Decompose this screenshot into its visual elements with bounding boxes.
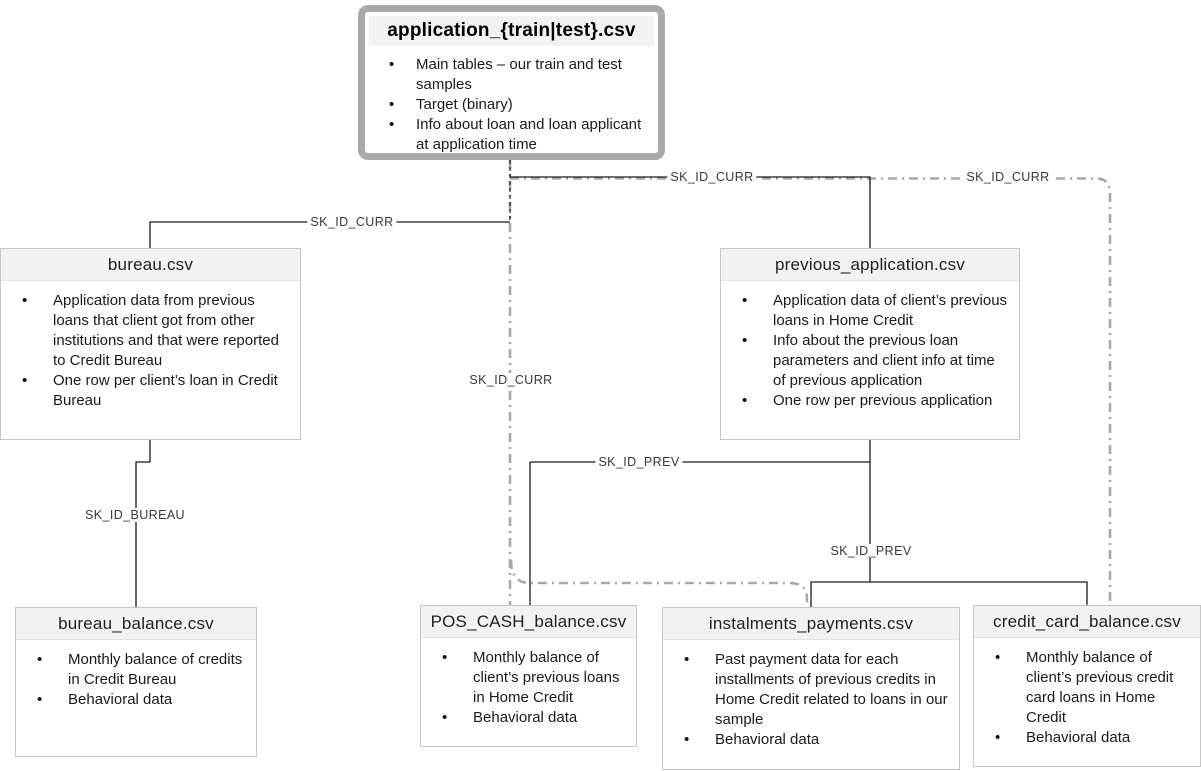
connector-label-sk-id-curr-poscash: SK_ID_CURR bbox=[466, 373, 556, 387]
bullet-item: Behavioral data bbox=[421, 708, 636, 728]
bullet-item: Behavioral data bbox=[974, 728, 1200, 748]
connector-label-sk-id-prev-bracket: SK_ID_PREV bbox=[827, 544, 915, 558]
table-title: previous_application.csv bbox=[721, 249, 1019, 281]
bullet-list: Monthly balance of credits in Credit Bur… bbox=[16, 650, 256, 710]
table-title: POS_CASH_balance.csv bbox=[421, 606, 636, 638]
bullet-item: Monthly balance of client’s previous cre… bbox=[974, 648, 1200, 728]
bullet-list: Past payment data for each installments … bbox=[663, 650, 959, 750]
bullet-item: Monthly balance of credits in Credit Bur… bbox=[16, 650, 256, 690]
connector-label-sk-id-curr-prevapp: SK_ID_CURR bbox=[667, 170, 757, 184]
bullet-item: Main tables – our train and test samples bbox=[369, 55, 654, 95]
bullet-item: One row per client’s loan in Credit Bure… bbox=[1, 371, 300, 411]
connector-application-instalments bbox=[509, 559, 809, 606]
table-box-pos-cash-balance: POS_CASH_balance.csv Monthly balance of … bbox=[420, 605, 637, 747]
table-box-instalments-payments: instalments_payments.csv Past payment da… bbox=[662, 607, 960, 770]
connector-label-sk-id-bureau: SK_ID_BUREAU bbox=[82, 508, 188, 522]
connector-prevapp-bracket bbox=[810, 581, 1088, 607]
bullet-item: Info about loan and loan applicant at ap… bbox=[369, 115, 654, 155]
bullet-item: Past payment data for each installments … bbox=[663, 650, 959, 730]
bullet-item: Application data from previous loans tha… bbox=[1, 291, 300, 371]
bullet-item: One row per previous application bbox=[721, 391, 1019, 411]
bullet-item: Monthly balance of client’s previous loa… bbox=[421, 648, 636, 708]
bullet-item: Behavioral data bbox=[663, 730, 959, 750]
bullet-list: Application data from previous loans tha… bbox=[1, 291, 300, 411]
connector-label-sk-id-curr-bureau: SK_ID_CURR bbox=[307, 215, 397, 229]
table-box-bureau: bureau.csv Application data from previou… bbox=[0, 248, 301, 440]
bullet-list: Monthly balance of client’s previous loa… bbox=[421, 648, 636, 728]
connector-bureau-bureaubalance bbox=[135, 440, 151, 607]
bullet-item: Info about the previous loan parameters … bbox=[721, 331, 1019, 391]
table-title: bureau_balance.csv bbox=[16, 608, 256, 640]
bullet-list: Application data of client’s previous lo… bbox=[721, 291, 1019, 411]
connector-prevapp-poscash bbox=[529, 461, 870, 605]
bullet-list: Monthly balance of client’s previous cre… bbox=[974, 648, 1200, 748]
bullet-list: Main tables – our train and test samples… bbox=[369, 55, 654, 155]
table-box-credit-card-balance: credit_card_balance.csv Monthly balance … bbox=[973, 605, 1201, 767]
bullet-item: Application data of client’s previous lo… bbox=[721, 291, 1019, 331]
table-title: bureau.csv bbox=[1, 249, 300, 281]
table-title: application_{train|test}.csv bbox=[369, 16, 654, 46]
connector-label-sk-id-prev-poscash: SK_ID_PREV bbox=[595, 455, 683, 469]
table-title: credit_card_balance.csv bbox=[974, 606, 1200, 638]
table-title: instalments_payments.csv bbox=[663, 608, 959, 640]
connector-application-prevapp bbox=[510, 176, 871, 248]
table-box-previous-application: previous_application.csv Application dat… bbox=[720, 248, 1020, 440]
bullet-item: Behavioral data bbox=[16, 690, 256, 710]
table-box-application: application_{train|test}.csv Main tables… bbox=[358, 5, 665, 160]
bullet-item: Target (binary) bbox=[369, 95, 654, 115]
table-box-bureau-balance: bureau_balance.csv Monthly balance of cr… bbox=[15, 607, 257, 757]
connector-label-sk-id-curr-creditcard: SK_ID_CURR bbox=[963, 170, 1053, 184]
